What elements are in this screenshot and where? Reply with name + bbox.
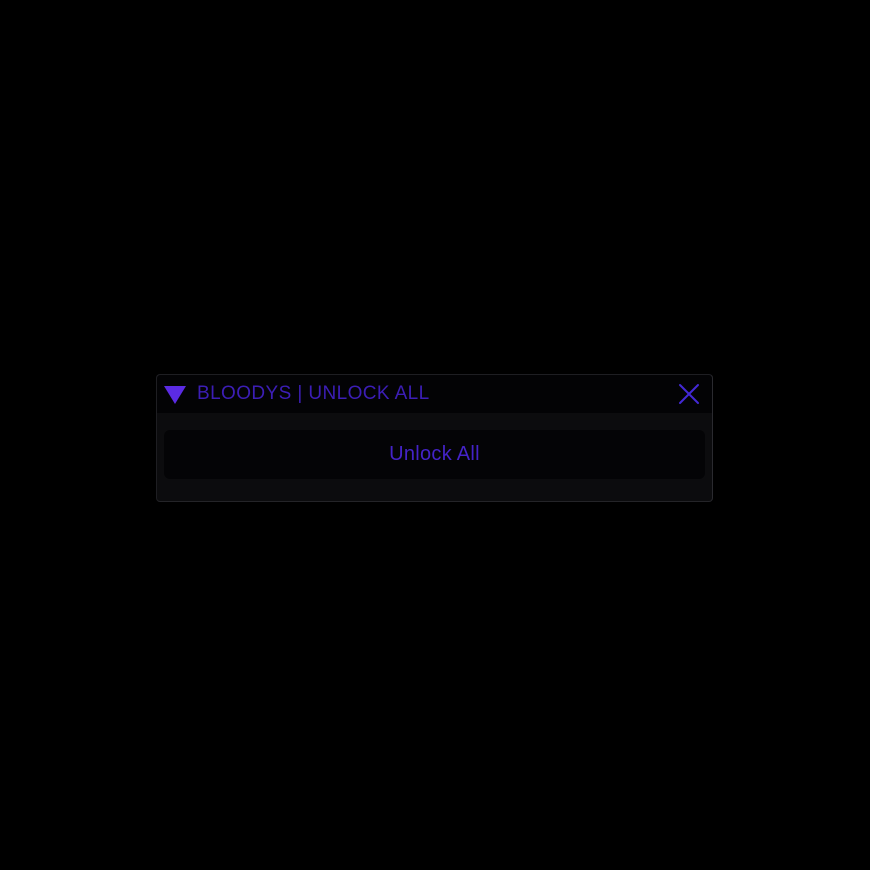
unlock-all-window: BLOODYS | UNLOCK ALL Unlock All bbox=[156, 374, 713, 502]
close-button[interactable] bbox=[676, 381, 702, 407]
unlock-all-button[interactable]: Unlock All bbox=[164, 430, 705, 479]
triangle-down-icon[interactable] bbox=[164, 385, 186, 404]
window-title: BLOODYS | UNLOCK ALL bbox=[197, 383, 430, 404]
close-icon bbox=[679, 384, 699, 404]
unlock-all-label: Unlock All bbox=[389, 443, 480, 465]
window-body: Unlock All bbox=[157, 413, 712, 501]
window-titlebar[interactable]: BLOODYS | UNLOCK ALL bbox=[157, 375, 712, 413]
